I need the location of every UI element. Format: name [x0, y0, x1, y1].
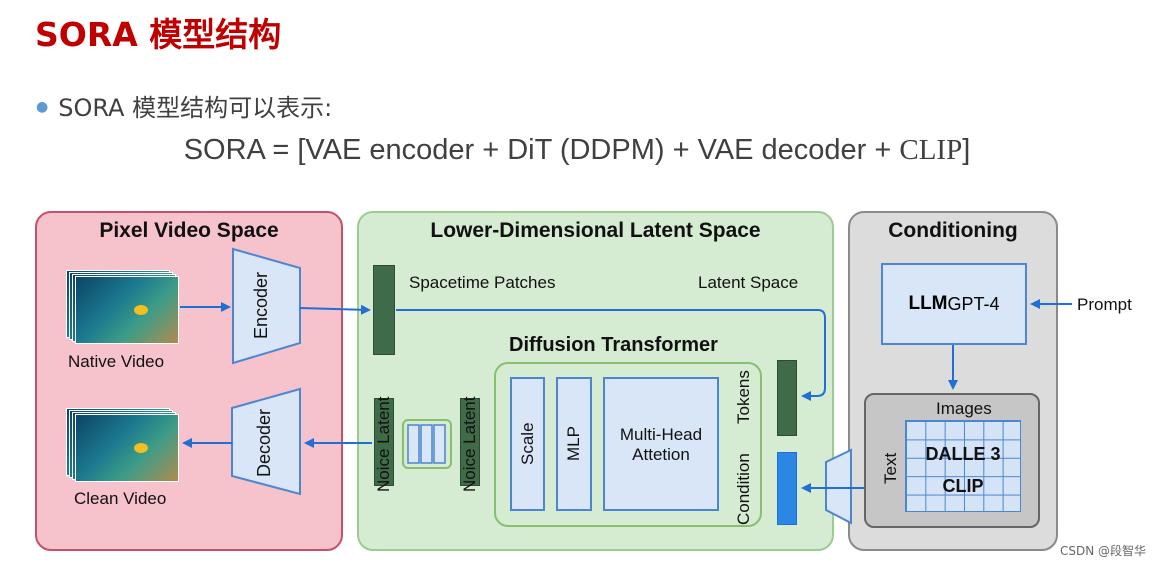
watermark: CSDN @段智华 [1059, 544, 1146, 558]
decoder-shape [231, 387, 301, 496]
fish-icon [134, 443, 148, 453]
condition-bar [777, 452, 797, 525]
cond-panel-title: Conditioning [888, 219, 1018, 242]
clean-video-label: Clean Video [74, 489, 167, 508]
tokens-label: Tokens [734, 370, 753, 425]
llm-box: LLM GPT-4 [881, 263, 1027, 345]
noise-latent-label-right: Noice Latent [460, 396, 479, 492]
clean-video-thumbnail [66, 408, 179, 483]
noise-latent-bar-left [374, 398, 394, 486]
clip-label: CLIP [942, 476, 984, 496]
image-grid [905, 420, 1021, 512]
formula-main: SORA = [VAE encoder + DiT (DDPM) + VAE d… [183, 134, 900, 166]
mlp-label: MLP [564, 426, 583, 462]
text-label: Text [881, 452, 900, 484]
images-label: Images [936, 399, 992, 418]
noise-latent-label-left: Noice Latent [374, 396, 393, 492]
text-encoder-shape [825, 448, 852, 525]
attention-label: Multi-Head Attetion [619, 425, 703, 464]
encoder-shape [232, 247, 301, 365]
arrow-patches-to-tokens [396, 309, 826, 401]
decoder-label: Decoder [254, 408, 274, 478]
prompt-label: Prompt [1077, 295, 1132, 314]
noise-latent-bar-right [460, 398, 480, 486]
spacetime-patches-bar [373, 265, 395, 355]
native-video-label: Native Video [68, 352, 165, 371]
formula-clip: CLIP [899, 134, 963, 166]
formula-end: ] [962, 134, 971, 166]
spacetime-patches-label: Spacetime Patches [409, 273, 556, 292]
scale-label: Scale [518, 422, 537, 466]
pixel-panel-title: Pixel Video Space [99, 219, 279, 242]
bullet-line: ● SORA 模型结构可以表示: [36, 88, 332, 123]
scale-block [510, 377, 545, 511]
latent-space-label: Latent Space [698, 273, 799, 292]
diffusion-transformer-title: Diffusion Transformer [509, 334, 718, 356]
attention-block [603, 377, 719, 511]
latent-panel-title: Lower-Dimensional Latent Space [430, 219, 761, 242]
encoder-label: Encoder [251, 271, 271, 339]
page-title: SORA 模型结构 [35, 15, 282, 54]
fish-icon [134, 305, 148, 315]
llm-bold-label: LLM [908, 293, 948, 314]
bullet-dot-icon: ● [36, 99, 49, 115]
condition-label: Condition [734, 453, 753, 525]
tokens-bar [777, 360, 797, 436]
mlp-block [556, 377, 592, 511]
dalle-label: DALLE 3 [925, 444, 1001, 464]
arrow-encoder-to-patches [299, 304, 371, 315]
llm-model-label: GPT-4 [947, 293, 1000, 314]
bullet-text: SORA 模型结构可以表示: [58, 94, 333, 122]
native-video-thumbnail [66, 270, 179, 345]
formula: SORA = [VAE encoder + DiT (DDPM) + VAE d… [0, 134, 1154, 167]
